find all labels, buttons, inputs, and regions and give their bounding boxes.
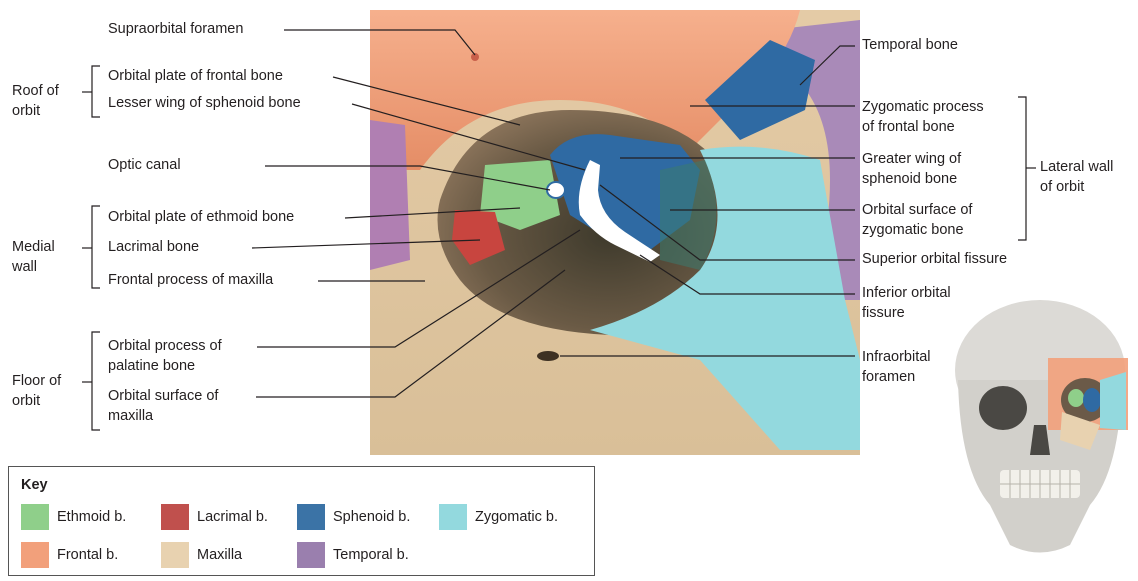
group-lateral-line2: of orbit	[1040, 178, 1084, 197]
group-floor-line2: orbit	[12, 392, 40, 411]
label-greater-wing-1: Greater wing of	[862, 150, 961, 169]
label-infraorbital-foramen-1: Infraorbital	[862, 348, 931, 367]
key-item-ethmoid: Ethmoid b.	[21, 504, 126, 530]
key-title: Key	[21, 477, 48, 493]
group-roof-line1: Roof of	[12, 82, 59, 101]
group-roof-line2: orbit	[12, 102, 40, 121]
label-superior-orbital-fissure: Superior orbital fissure	[862, 250, 1007, 269]
group-lateral-line1: Lateral wall	[1040, 158, 1113, 177]
key-swatch-temporal	[297, 542, 325, 568]
label-frontal-process-maxilla: Frontal process of maxilla	[108, 271, 273, 290]
group-floor-line1: Floor of	[12, 372, 61, 391]
label-lacrimal-bone: Lacrimal bone	[108, 238, 199, 257]
key-item-zygomatic: Zygomatic b.	[439, 504, 558, 530]
label-greater-wing-2: sphenoid bone	[862, 170, 957, 189]
key-swatch-sphenoid	[297, 504, 325, 530]
key-label-zygomatic: Zygomatic b.	[475, 509, 558, 525]
label-inferior-orbital-fissure-1: Inferior orbital	[862, 284, 951, 303]
key-item-sphenoid: Sphenoid b.	[297, 504, 410, 530]
label-inferior-orbital-fissure-2: fissure	[862, 304, 905, 323]
label-supraorbital-foramen: Supraorbital foramen	[108, 20, 243, 39]
skull-thumbnail	[955, 300, 1128, 553]
zygomatic-orbital-shade	[660, 160, 716, 270]
key-item-temporal: Temporal b.	[297, 542, 409, 568]
key-swatch-maxilla	[161, 542, 189, 568]
label-orbital-surface-zygomatic-1: Orbital surface of	[862, 201, 972, 220]
label-orbital-process-palatine-1: Orbital process of	[108, 337, 222, 356]
infraorbital-foramen	[537, 351, 559, 361]
label-orbital-surface-maxilla-2: maxilla	[108, 407, 153, 426]
key-label-ethmoid: Ethmoid b.	[57, 509, 126, 525]
label-infraorbital-foramen-2: foramen	[862, 368, 915, 387]
key-item-lacrimal: Lacrimal b.	[161, 504, 268, 530]
medial-purple-region	[370, 120, 410, 270]
label-zygomatic-process-2: of frontal bone	[862, 118, 955, 137]
key-swatch-lacrimal	[161, 504, 189, 530]
group-medial-line1: Medial	[12, 238, 55, 257]
label-orbital-surface-maxilla-1: Orbital surface of	[108, 387, 218, 406]
key-swatch-zygomatic	[439, 504, 467, 530]
key-label-temporal: Temporal b.	[333, 547, 409, 563]
key-label-frontal: Frontal b.	[57, 547, 118, 563]
group-medial-line2: wall	[12, 258, 37, 277]
key-label-lacrimal: Lacrimal b.	[197, 509, 268, 525]
key-item-frontal: Frontal b.	[21, 542, 118, 568]
key-legend: Key Ethmoid b. Lacrimal b. Sphenoid b. Z…	[8, 466, 595, 576]
label-lesser-wing-sphenoid: Lesser wing of sphenoid bone	[108, 94, 301, 113]
label-orbital-plate-frontal: Orbital plate of frontal bone	[108, 67, 283, 86]
key-item-maxilla: Maxilla	[161, 542, 242, 568]
key-swatch-ethmoid	[21, 504, 49, 530]
label-zygomatic-process-1: Zygomatic process	[862, 98, 984, 117]
label-orbital-plate-ethmoid: Orbital plate of ethmoid bone	[108, 208, 294, 227]
label-optic-canal: Optic canal	[108, 156, 181, 175]
key-label-sphenoid: Sphenoid b.	[333, 509, 410, 525]
label-orbital-process-palatine-2: palatine bone	[108, 357, 195, 376]
key-label-maxilla: Maxilla	[197, 547, 242, 563]
label-orbital-surface-zygomatic-2: zygomatic bone	[862, 221, 964, 240]
key-swatch-frontal	[21, 542, 49, 568]
label-temporal-bone: Temporal bone	[862, 36, 958, 55]
